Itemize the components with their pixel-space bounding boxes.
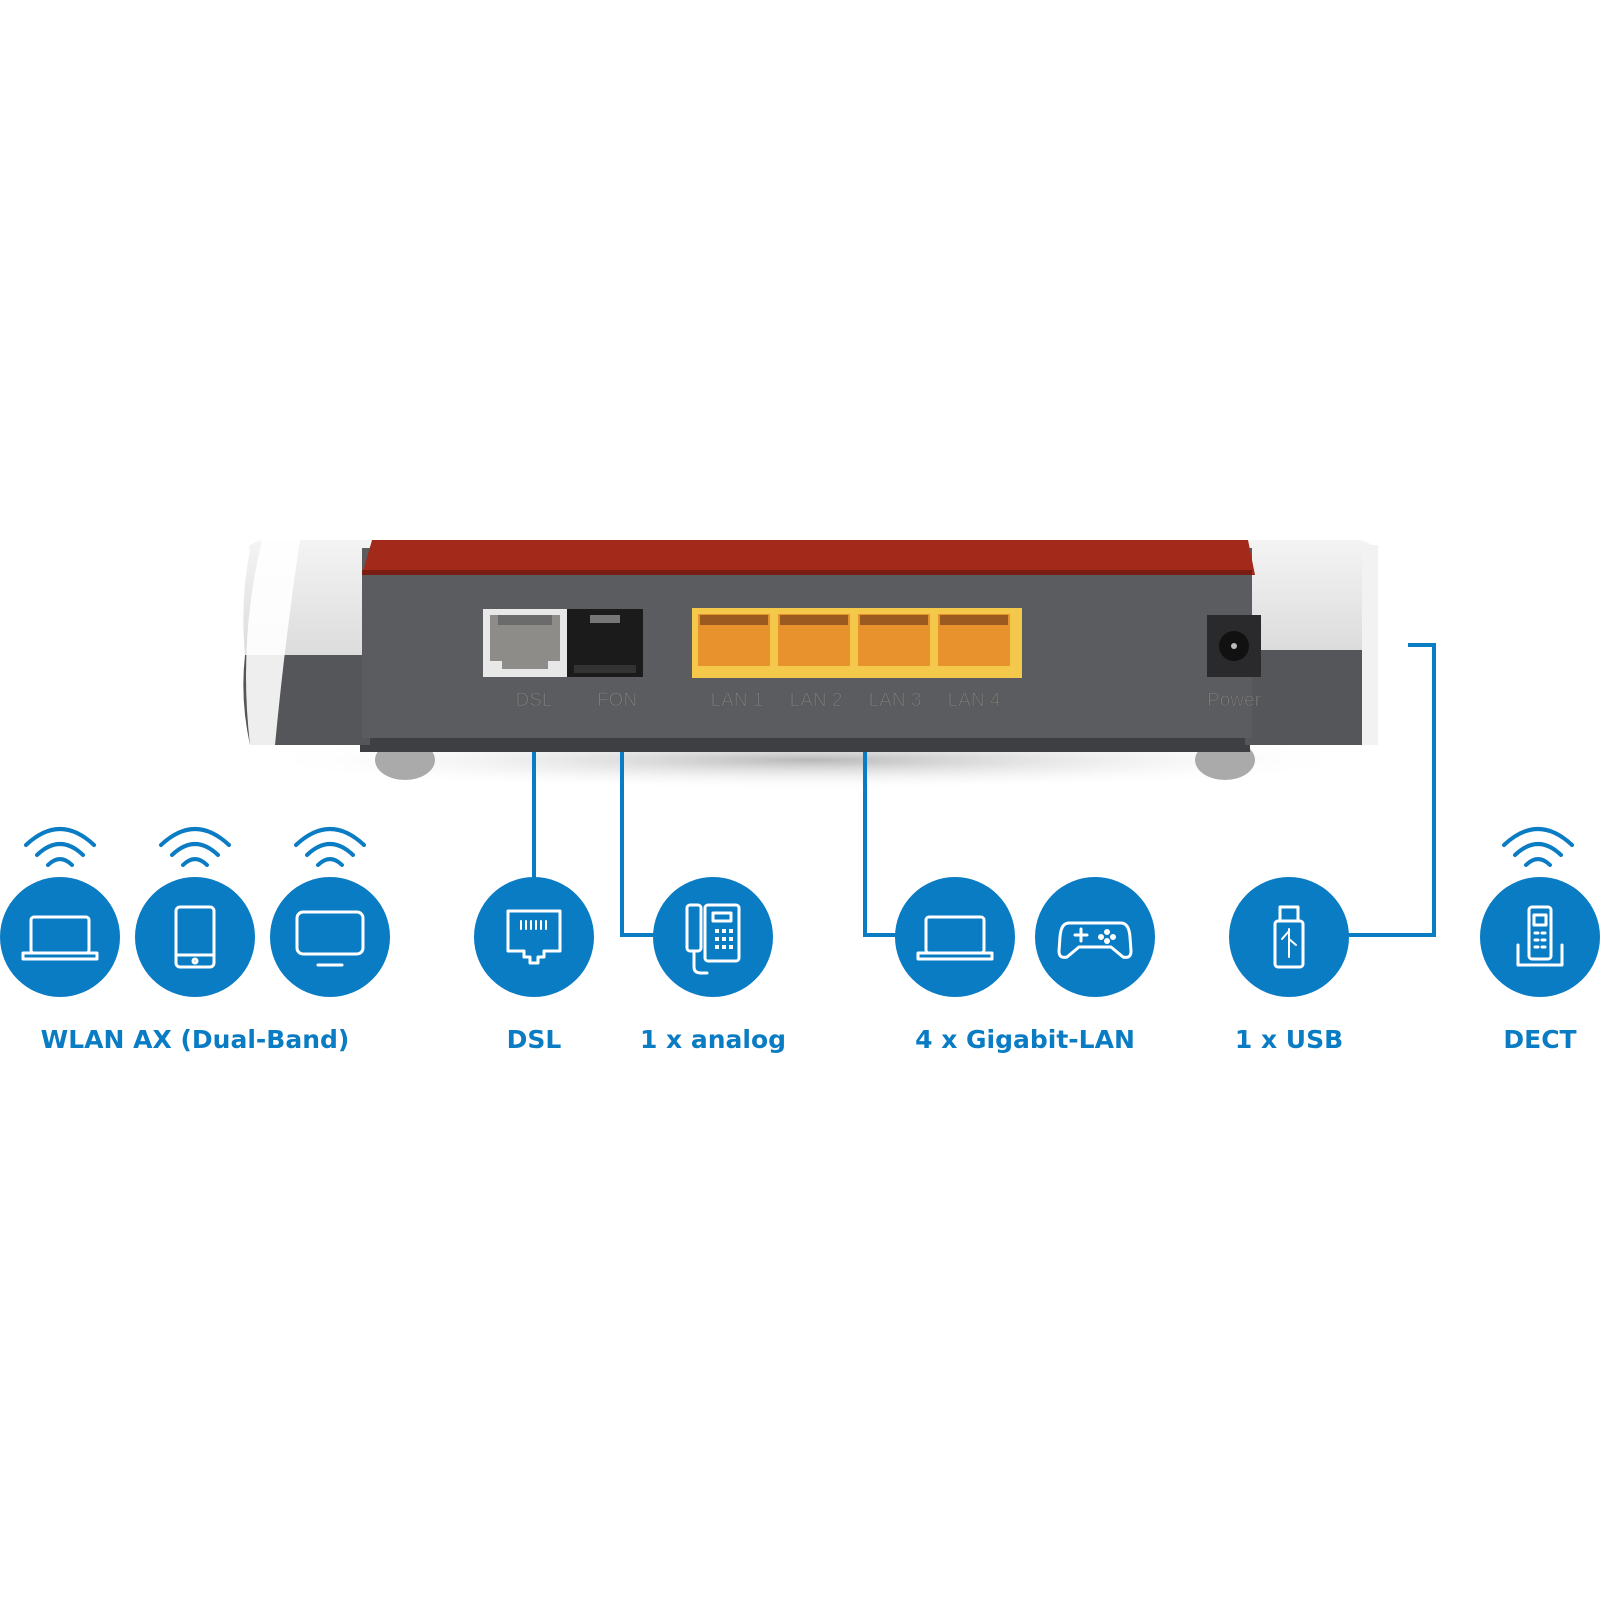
monitor-icon: [295, 910, 365, 967]
usb-stick-icon: [1273, 905, 1305, 969]
dsl-port-label: DSL: [516, 690, 553, 711]
dsl-group: DSL: [474, 877, 594, 1054]
usb-label: 1 x USB: [1235, 1025, 1343, 1054]
analog-label: 1 x analog: [640, 1025, 786, 1054]
usb-group: 1 x USB: [1229, 877, 1349, 1054]
wifi-icon: [24, 827, 96, 867]
dsl-port[interactable]: [483, 609, 567, 677]
wifi-icon: [1502, 827, 1574, 867]
wlan-group: WLAN AX (Dual-Band): [0, 827, 390, 1054]
router-red-top: [362, 540, 1255, 575]
wlan-label: WLAN AX (Dual-Band): [41, 1025, 350, 1054]
lan3-port-label: LAN 3: [869, 690, 922, 711]
analog-group: 1 x analog: [640, 877, 786, 1054]
lan-port-2[interactable]: [778, 614, 850, 666]
gigabit-lan-label: 4 x Gigabit-LAN: [915, 1025, 1135, 1054]
analog-connector-line: [620, 752, 660, 937]
dect-label: DECT: [1503, 1025, 1576, 1054]
lan-connector-line: [863, 752, 900, 937]
left-end-cap: [243, 540, 370, 745]
fon-port[interactable]: [567, 609, 643, 677]
lan-ports: [692, 608, 1022, 678]
wifi-icon: [159, 827, 231, 867]
lan-port-1[interactable]: [698, 614, 770, 666]
lan-port-4[interactable]: [938, 614, 1010, 666]
dect-group: DECT: [1480, 827, 1600, 1054]
dsl-label: DSL: [507, 1025, 562, 1054]
gigabit-lan-group: 4 x Gigabit-LAN: [895, 877, 1155, 1054]
lan2-port-label: LAN 2: [790, 690, 843, 711]
power-port[interactable]: [1207, 615, 1261, 677]
lan-port-3[interactable]: [858, 614, 930, 666]
laptop-icon: [916, 915, 994, 961]
wifi-icon: [294, 827, 366, 867]
laptop-icon: [21, 915, 99, 961]
desk-phone-icon: [685, 903, 741, 975]
ethernet-port-icon: [506, 909, 562, 965]
right-end-cap: [1245, 540, 1379, 745]
usb-connector-line: [1348, 643, 1436, 937]
router-back-panel: DSL FON LAN 1 LAN 2 LAN 3 LAN 4 Power: [243, 540, 1379, 790]
connector-lines: [532, 643, 1436, 937]
gamepad-icon: [1057, 921, 1133, 959]
lan4-port-label: LAN 4: [948, 690, 1001, 711]
power-port-label: Power: [1207, 690, 1262, 711]
lan1-port-label: LAN 1: [711, 690, 764, 711]
fon-port-label: FON: [597, 690, 637, 711]
cordless-phone-icon: [1516, 905, 1564, 967]
smartphone-icon: [174, 905, 216, 969]
